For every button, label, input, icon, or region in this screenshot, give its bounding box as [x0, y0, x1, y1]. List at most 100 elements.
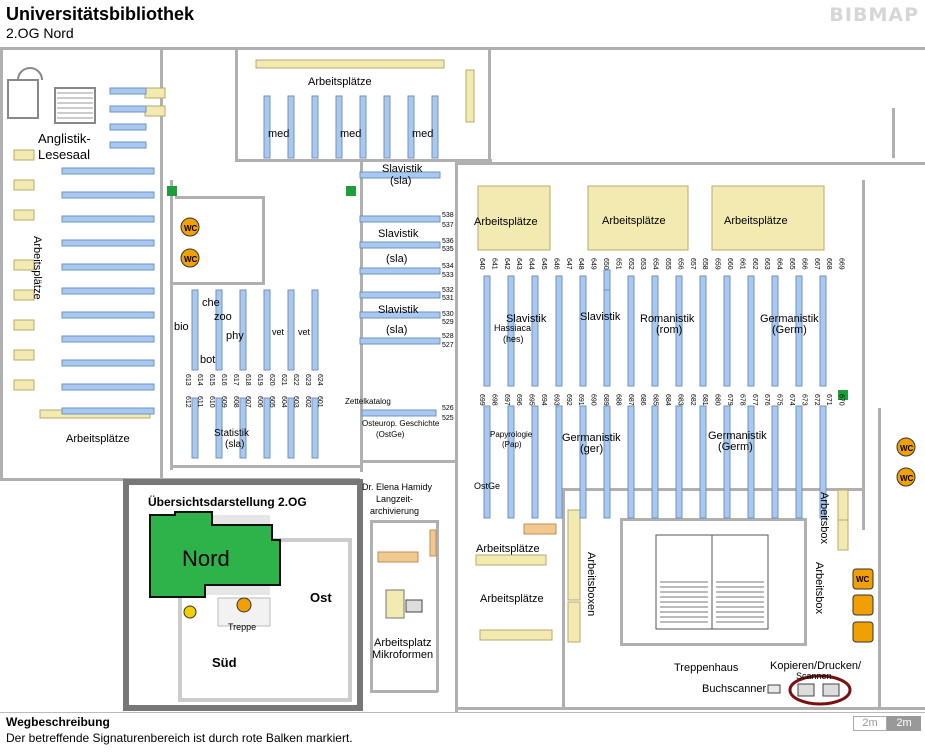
- exit-sign-icons: [167, 186, 848, 400]
- shelf-number: 618: [244, 374, 251, 386]
- map-label: (Germ): [772, 324, 807, 336]
- map-label: (Pap): [502, 440, 522, 449]
- shelf-north: [603, 405, 611, 519]
- shelf-number: 694: [540, 394, 547, 406]
- shelf-north: [699, 405, 707, 519]
- shelf-number: 690: [590, 394, 597, 406]
- shelf-number: 606: [256, 396, 263, 408]
- map-label: Arbeitsplätze: [31, 236, 43, 300]
- route-description: Wegbeschreibung Der betreffende Signatur…: [0, 712, 925, 752]
- shelf-number: 650: [602, 258, 609, 270]
- shelf-north: [483, 275, 491, 387]
- shelf-number: 672: [813, 394, 820, 406]
- shelf-anglistik: [109, 141, 147, 149]
- shelf-number: 605: [268, 396, 275, 408]
- shelf-number: 527: [442, 342, 454, 349]
- map-label: Buchscanner: [702, 683, 767, 695]
- shelf-number: 614: [196, 374, 203, 386]
- shelf-number: 619: [256, 374, 263, 386]
- shelf-med: [431, 95, 439, 159]
- map-label: Dr. Elena Hamidy: [362, 482, 433, 492]
- route-text: Der betreffende Signaturenbereich ist du…: [6, 731, 353, 745]
- shelf-bio: [287, 397, 295, 459]
- shelf-number: 645: [540, 258, 547, 270]
- overview-treppe: Treppe: [228, 622, 256, 632]
- shelf-north: [747, 275, 755, 387]
- shelf-number: 651: [614, 258, 621, 270]
- shelf-anglistik: [61, 215, 155, 223]
- shelf-number: 696: [515, 394, 522, 406]
- shelf-number: 670: [838, 394, 845, 406]
- shelf-north: [579, 275, 587, 387]
- shelf-number: 653: [639, 258, 646, 270]
- shelf-north: [723, 275, 731, 387]
- shelf-north: [771, 405, 779, 519]
- bookshelves: [61, 87, 827, 519]
- shelf-number: 534: [442, 263, 454, 270]
- map-label: Kopieren/Drucken/: [770, 660, 862, 672]
- wc-icons: [180, 217, 916, 643]
- stair-steps: [57, 92, 93, 119]
- shelf-number: 673: [800, 394, 807, 406]
- map-label: archivierung: [370, 506, 419, 516]
- shelf-north: [531, 405, 539, 519]
- shelf-number: 682: [689, 394, 696, 406]
- shelf-bio: [191, 289, 199, 371]
- shelf-number: 671: [825, 394, 832, 406]
- map-label: bot: [200, 354, 215, 366]
- shelf-number: 623: [304, 374, 311, 386]
- map-label: Arbeitsplatz: [374, 637, 431, 649]
- map-label: Arbeitsplätze: [308, 76, 372, 88]
- shelf-anglistik: [61, 263, 155, 271]
- staircase-main: [655, 534, 769, 630]
- map-label: zoo: [214, 311, 232, 323]
- shelf-number: 680: [714, 394, 721, 406]
- shelf-number: 658: [701, 258, 708, 270]
- shelf-number: 621: [280, 374, 287, 386]
- shelf-bio: [215, 289, 223, 371]
- shelf-number: 693: [552, 394, 559, 406]
- shelf-anglistik: [109, 123, 147, 131]
- shelf-number: 608: [232, 396, 239, 408]
- map-label: vet: [272, 327, 285, 337]
- shelf-north: [651, 405, 659, 519]
- shelf-number: 602: [304, 396, 311, 408]
- map-label: WC: [184, 255, 198, 264]
- shelf-number: 655: [664, 258, 671, 270]
- map-label: (sla): [386, 324, 407, 336]
- shelf-number: 692: [565, 394, 572, 406]
- map-label: Germanistik: [562, 432, 621, 444]
- shelf-number: 688: [614, 394, 621, 406]
- shelf-number: 526: [442, 405, 454, 412]
- copier-icon: [822, 683, 840, 697]
- shelf-slavistik: [359, 291, 441, 299]
- shelf-anglistik: [61, 407, 155, 415]
- shelf-number: 616: [220, 374, 227, 386]
- shelf-north: [555, 405, 563, 519]
- shelf-bio: [215, 397, 223, 459]
- map-label: Osteurop. Geschichte: [362, 419, 440, 428]
- shelf-number: 686: [639, 394, 646, 406]
- shelf-number: 648: [577, 258, 584, 270]
- route-heading: Wegbeschreibung: [6, 715, 110, 729]
- overview-sued: Süd: [212, 655, 237, 670]
- map-label: (OstGe): [376, 430, 405, 439]
- shelf-north: [627, 405, 635, 519]
- shelf-number: 665: [788, 258, 795, 270]
- shelf-number: 666: [800, 258, 807, 270]
- shelf-north: [579, 405, 587, 519]
- shelf-anglistik: [61, 359, 155, 367]
- map-label: Slavistik: [378, 228, 419, 240]
- shelf-north: [507, 405, 515, 519]
- map-label: Slavistik: [378, 304, 419, 316]
- shelf-north: [627, 275, 635, 387]
- shelf-slavistik: [359, 267, 441, 275]
- scanner-icon: [767, 684, 781, 694]
- shelf-bio: [191, 397, 199, 459]
- shelf-number: 675: [776, 394, 783, 406]
- floor-map[interactable]: Anglistik-LesesaalArbeitsplätzeArbeitspl…: [0, 45, 925, 713]
- microfilm-reader-icon: [385, 589, 405, 619]
- shelf-number: 641: [490, 258, 497, 270]
- shelf-number: 678: [738, 394, 745, 406]
- map-label: Scannen: [796, 671, 832, 681]
